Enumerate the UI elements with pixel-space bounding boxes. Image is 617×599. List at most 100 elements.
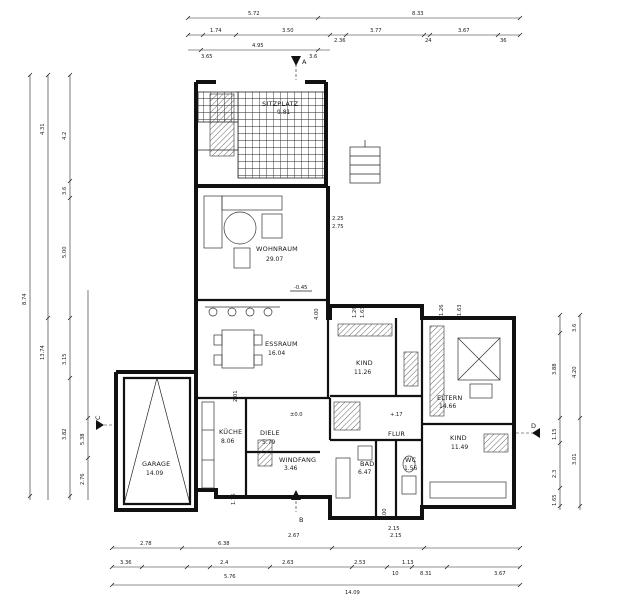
dining-furniture	[213, 329, 263, 369]
room-sitzplatz-name: SITZPLATZ	[262, 100, 299, 108]
dim-top-seg-7: 36	[500, 38, 507, 44]
dim-bottom2-8: 8.31	[420, 571, 432, 577]
dim-inner-10: 1.00	[382, 508, 388, 520]
level-flur: +.17	[390, 412, 403, 418]
room-windfang-name: WINDFANG	[279, 456, 316, 464]
bottom-dimensions: 2.78 6.38 2.67 2.15 3.36 2.4 5.76 2.63 2…	[109, 533, 523, 596]
section-b-label: B	[299, 516, 304, 524]
right-dimensions: 3.6 3.88 4.20 1.15 3.01 2.3 1.65	[552, 312, 583, 510]
section-marker-c: C	[94, 415, 116, 430]
room-essraum-area: 16.04	[268, 350, 285, 357]
dim-right-5: 3.01	[572, 453, 578, 465]
section-marker-b: B	[291, 490, 304, 524]
section-c-label: C	[94, 415, 102, 420]
dim-left-8: 3.82	[62, 428, 68, 440]
room-kind2-area: 11.49	[451, 444, 468, 451]
room-garage-area: 14.09	[146, 470, 163, 477]
dim-left-5: 8.74	[22, 293, 28, 305]
room-windfang-area: 3.46	[284, 465, 298, 472]
room-wohnraum-area: 29.07	[266, 256, 283, 263]
dim-bottom2-3: 5.76	[224, 574, 236, 580]
left-dimensions: 4.31 4.2 3.6 5.00 8.74 13.74 3.15 3.82 5…	[22, 72, 91, 500]
dim-left-3: 3.6	[62, 187, 68, 195]
room-bad-area: 6.47	[358, 469, 372, 476]
room-labels: SITZPLATZ 9.81 WOHNRAUM 29.07 ESSRAUM 16…	[142, 100, 468, 477]
dim-inner-4: 1.63	[360, 306, 366, 318]
living-furniture	[203, 195, 283, 317]
room-wc-name: WC	[405, 456, 417, 464]
kitchen-furniture	[201, 401, 273, 489]
dim-bottom2-5: 2.53	[354, 560, 366, 566]
dim-left-2: 4.2	[62, 132, 68, 140]
room-wc-area: 1.56	[404, 465, 418, 472]
terrace	[197, 91, 327, 179]
level-wohn: -0.45	[294, 285, 307, 291]
room-kind1-name: KIND	[356, 359, 373, 367]
dim-inner-6: 1.63	[457, 304, 463, 316]
dim-right-1: 3.6	[572, 324, 578, 332]
room-diele-name: DIELE	[260, 429, 280, 437]
section-a-label: A	[302, 58, 307, 66]
dim-left-4: 5.00	[62, 246, 68, 258]
room-kueche-area: 8.06	[221, 438, 235, 445]
dim-left-9: 5.38	[80, 433, 86, 445]
dim-bottom2-7: 1.13	[402, 560, 414, 566]
dim-left-6: 13.74	[40, 344, 46, 360]
dim-top-seg2-3: 3.6	[309, 54, 317, 60]
dim-top-total-left: 5.72	[248, 11, 260, 17]
dim-bottom2-6: 10	[392, 571, 399, 577]
room-diele-area: 5.79	[262, 439, 276, 446]
dim-left-1: 4.31	[40, 123, 46, 135]
dim-top-seg-4: 3.77	[370, 28, 382, 34]
dim-top-seg-1: 1.74	[210, 28, 222, 34]
room-kind1-area: 11.26	[354, 369, 371, 376]
dim-inner-8: 4.00	[314, 308, 320, 320]
dim-inner-3: 1.26	[352, 306, 358, 318]
section-d-label: D	[531, 422, 536, 430]
dim-inner-7: 2.01	[233, 390, 239, 402]
dim-right-6: 2.3	[552, 470, 558, 478]
section-marker-d: D	[516, 422, 540, 438]
outdoor-steps	[349, 140, 381, 184]
bedroom-furniture	[337, 323, 509, 499]
dim-top-seg-2: 3.50	[282, 28, 294, 34]
interior-stairs	[333, 401, 361, 431]
dim-left-7: 3.15	[62, 353, 68, 365]
dim-bottom-total: 14.09	[345, 590, 360, 596]
dim-right-3: 4.20	[572, 366, 578, 378]
level-diele: ±0.0	[290, 412, 303, 418]
dim-bottom2-1: 3.36	[120, 560, 132, 566]
dim-bottom-2: 6.38	[218, 541, 230, 547]
dim-right-4: 1.15	[552, 428, 558, 440]
dim-inner-9: 1.76	[231, 493, 237, 505]
dim-bottom-1: 2.78	[140, 541, 152, 547]
room-bad-name: BAD	[360, 460, 375, 468]
section-marker-a: A	[291, 56, 307, 80]
dim-left-10: 2.76	[80, 473, 86, 485]
room-eltern-name: ELTERN	[437, 394, 463, 402]
dim-bottom2-4: 2.63	[282, 560, 294, 566]
dim-top-total-right: 8.33	[412, 11, 424, 17]
room-kind2-name: KIND	[450, 434, 467, 442]
room-wohnraum-name: WOHNRAUM	[256, 245, 298, 253]
inner-dimensions: 2.25 2.75 1.26 1.63 1.26 1.63 2.01 4.00 …	[231, 216, 463, 532]
top-dimensions: 5.72 8.33 1.74 3.50 2.36 3.77 24 3.67 36…	[185, 11, 523, 60]
dim-right-7: 1.65	[552, 494, 558, 506]
dim-top-seg-6: 3.67	[458, 28, 470, 34]
room-kueche-name: KÜCHE	[219, 427, 242, 436]
dim-bottom2-2: 2.4	[220, 560, 229, 566]
dim-top-seg-5: 24	[425, 38, 432, 44]
dim-inner-5: 1.26	[439, 304, 445, 316]
level-marks: -0.45 ±0.0 +.17	[290, 285, 403, 418]
dim-top-seg2-2: 4.95	[252, 43, 264, 49]
room-flur-name: FLUR	[388, 430, 405, 438]
dim-bottom-3: 2.67	[288, 533, 300, 539]
room-sitzplatz-area: 9.81	[277, 109, 291, 116]
dim-top-seg-3: 2.36	[334, 38, 346, 44]
dim-inner-11: 2.15	[388, 526, 400, 532]
dim-top-seg2-1: 3.65	[201, 54, 213, 60]
dim-right-2: 3.88	[552, 363, 558, 375]
garage-door-diagonals	[123, 377, 191, 505]
dim-inner-1: 2.25	[332, 216, 344, 222]
